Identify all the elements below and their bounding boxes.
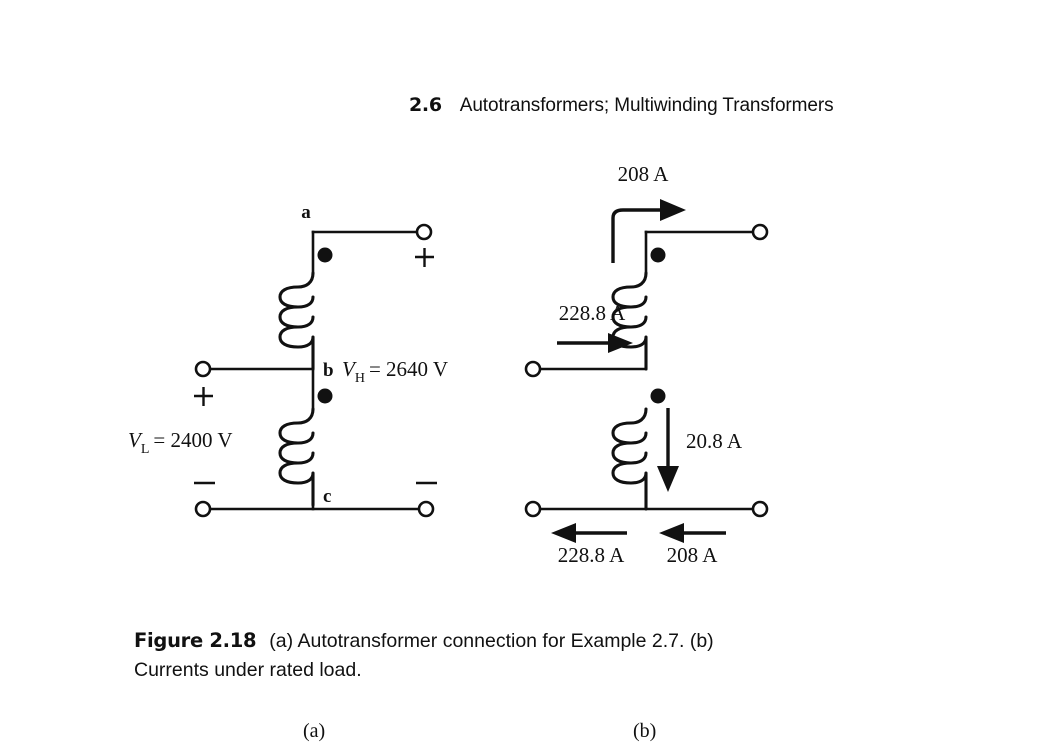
terminal-high-side-top (415, 223, 433, 241)
current-arrow-series (657, 408, 679, 492)
lower-winding-coil (278, 407, 315, 507)
node-label-c: c (323, 486, 331, 507)
polarity-dot-upper (317, 247, 333, 263)
polarity-plus-high-side (415, 248, 434, 267)
section-title: Autotransformers; Multiwinding Transform… (459, 95, 834, 116)
b-polarity-dot-upper (650, 247, 666, 263)
sublabel-b: (b) (633, 720, 657, 742)
current-label-top: 208 A (618, 162, 670, 186)
b-terminal-bottom-left (524, 500, 542, 518)
current-arrow-left (557, 333, 633, 353)
node-label-a: a (301, 202, 311, 223)
current-arrow-bottom-left (551, 523, 627, 543)
section-number: 2.6 (409, 94, 442, 116)
b-terminal-top-right (751, 223, 769, 241)
terminal-high-side-bottom (417, 500, 435, 518)
circuit-diagram-a: a b c VH= 2640 (128, 202, 448, 518)
current-label-series: 20.8 A (686, 429, 743, 453)
voltage-label-low: VL= 2400 V (128, 428, 233, 457)
circuit-diagram-b: 208 A 228.8 A 20.8 A 228.8 A (524, 162, 769, 567)
figure-caption-title: Figure 2.18 (134, 629, 257, 652)
polarity-plus-low-side (194, 387, 213, 406)
figure-area: a b c VH= 2640 (0, 150, 1047, 742)
b-lower-winding-coil (611, 407, 648, 511)
figure-caption: Figure 2.18(a) Autotransformer connectio… (134, 626, 744, 685)
section-header: 2.6 Autotransformers; Multiwinding Trans… (409, 94, 834, 117)
terminal-low-side-bottom (194, 500, 212, 518)
voltage-label-high: VH= 2640 V (342, 357, 448, 386)
b-terminal-left (524, 360, 542, 378)
current-arrow-top (611, 199, 686, 263)
sublabel-a: (a) (303, 720, 326, 742)
polarity-dot-lower (317, 388, 333, 404)
current-label-bottom-right: 208 A (667, 543, 719, 567)
current-label-left: 228.8 A (559, 301, 626, 325)
figure-caption-body: (a) Autotransformer connection for Examp… (134, 630, 714, 681)
b-terminal-bottom-right (751, 500, 769, 518)
b-polarity-dot-lower (650, 388, 666, 404)
terminal-low-side-top (194, 360, 212, 378)
current-label-bottom-left: 228.8 A (558, 543, 625, 567)
upper-winding-coil (278, 271, 315, 371)
node-label-b: b (323, 360, 334, 381)
current-arrow-bottom-right (659, 523, 726, 543)
